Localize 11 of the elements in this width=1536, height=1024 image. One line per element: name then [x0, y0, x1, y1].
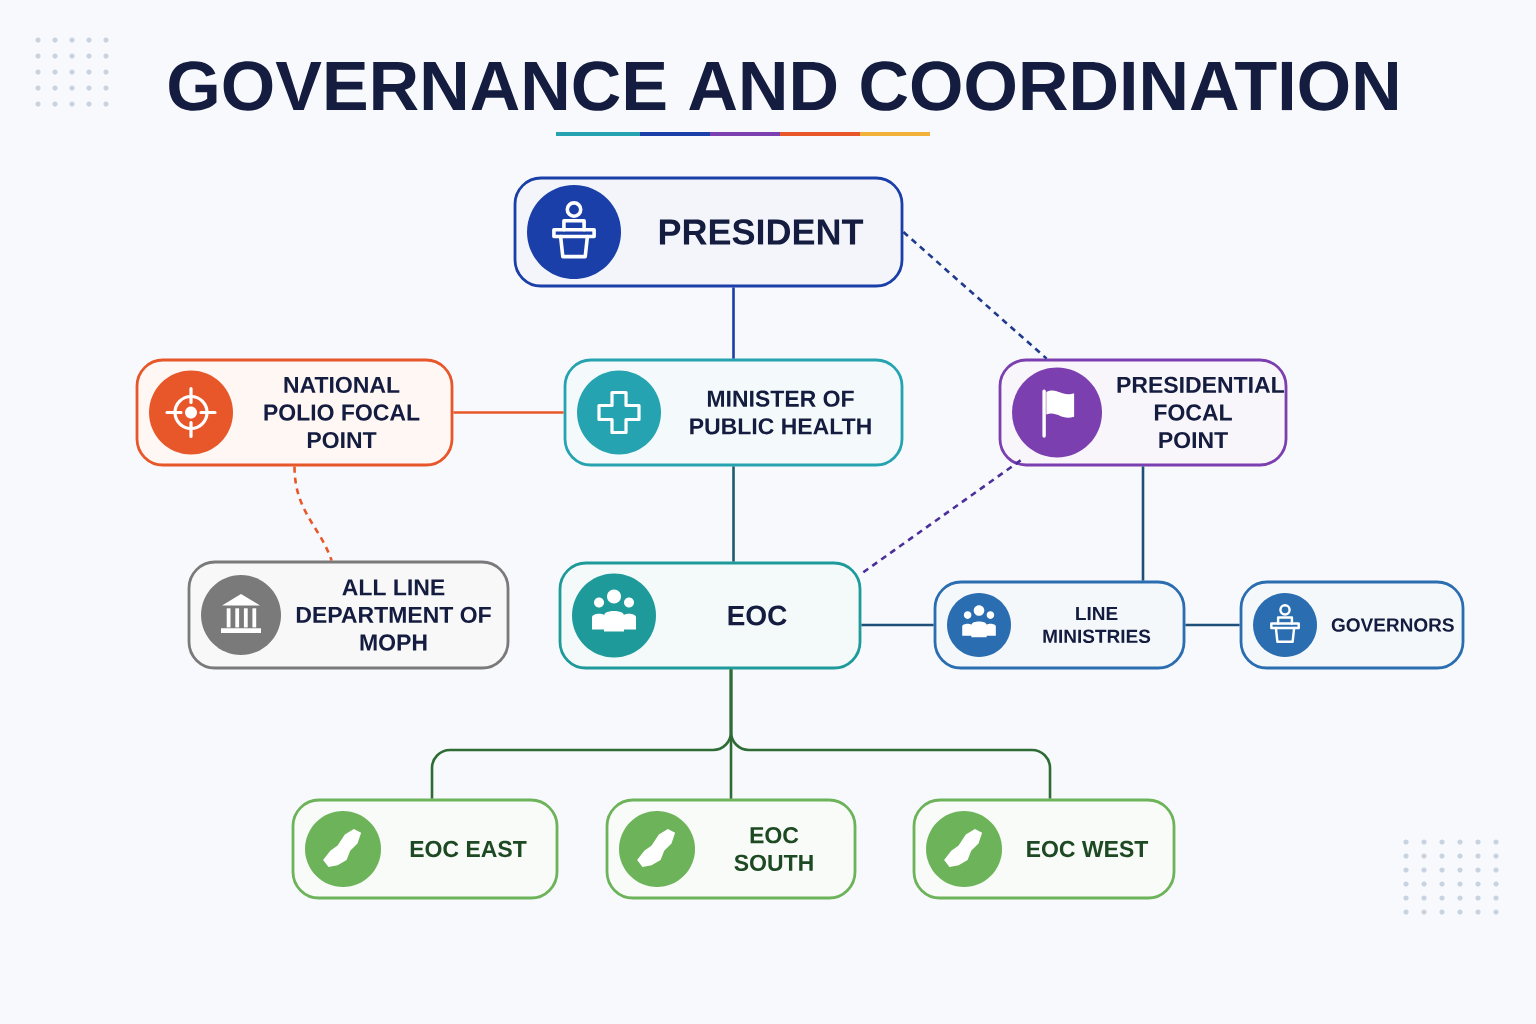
connector-line	[1141, 466, 1145, 581]
connector-line	[860, 459, 1022, 575]
connector-line	[861, 623, 934, 627]
connector-line	[453, 411, 564, 414]
connector-line	[1185, 623, 1240, 627]
title: GOVERNANCE AND COORDINATION	[169, 61, 1397, 111]
connector-line	[729, 669, 1052, 799]
connector-line	[293, 466, 333, 562]
connector-line	[902, 231, 1048, 360]
connector-line	[732, 466, 735, 562]
connector-line	[732, 287, 735, 359]
